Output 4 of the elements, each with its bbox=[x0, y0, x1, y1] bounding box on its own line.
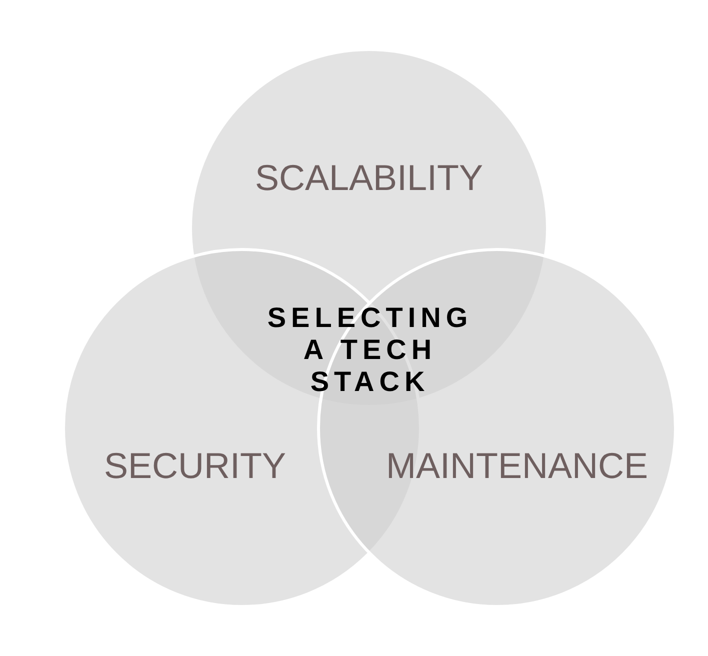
circle-label: MAINTENANCE bbox=[386, 445, 648, 487]
circle-label: SECURITY bbox=[104, 445, 286, 487]
center-title: SELECTING A TECH STACK bbox=[266, 302, 474, 398]
circle-label: SCALABILITY bbox=[254, 157, 484, 199]
